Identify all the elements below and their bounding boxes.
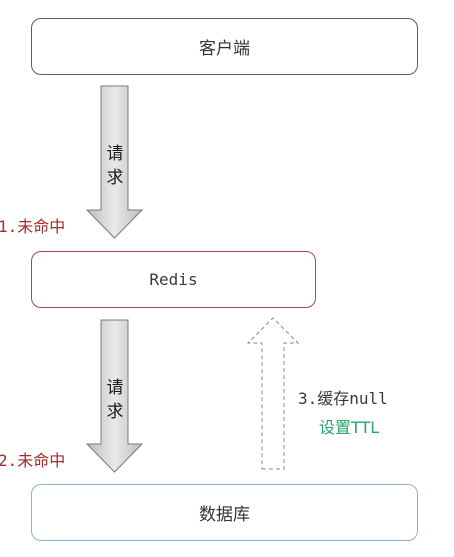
cache-null-arrow	[246, 317, 300, 470]
cache-null-label: 3.缓存null	[298, 389, 388, 408]
request-arrow-1	[85, 85, 144, 239]
request-label-1: 请求	[106, 144, 124, 188]
database-node: 数据库	[31, 484, 418, 541]
request-arrow-2	[85, 319, 144, 473]
miss-label-2: 2.未命中	[0, 451, 66, 470]
set-ttl-label: 设置TTL	[319, 418, 380, 437]
database-label: 数据库	[199, 505, 250, 525]
redis-label: Redis	[149, 270, 198, 289]
client-node: 客户端	[31, 18, 418, 75]
miss-label-1: 1.未命中	[0, 217, 66, 236]
redis-node: Redis	[31, 251, 316, 308]
client-label: 客户端	[199, 39, 250, 59]
request-label-2: 请求	[106, 378, 124, 422]
